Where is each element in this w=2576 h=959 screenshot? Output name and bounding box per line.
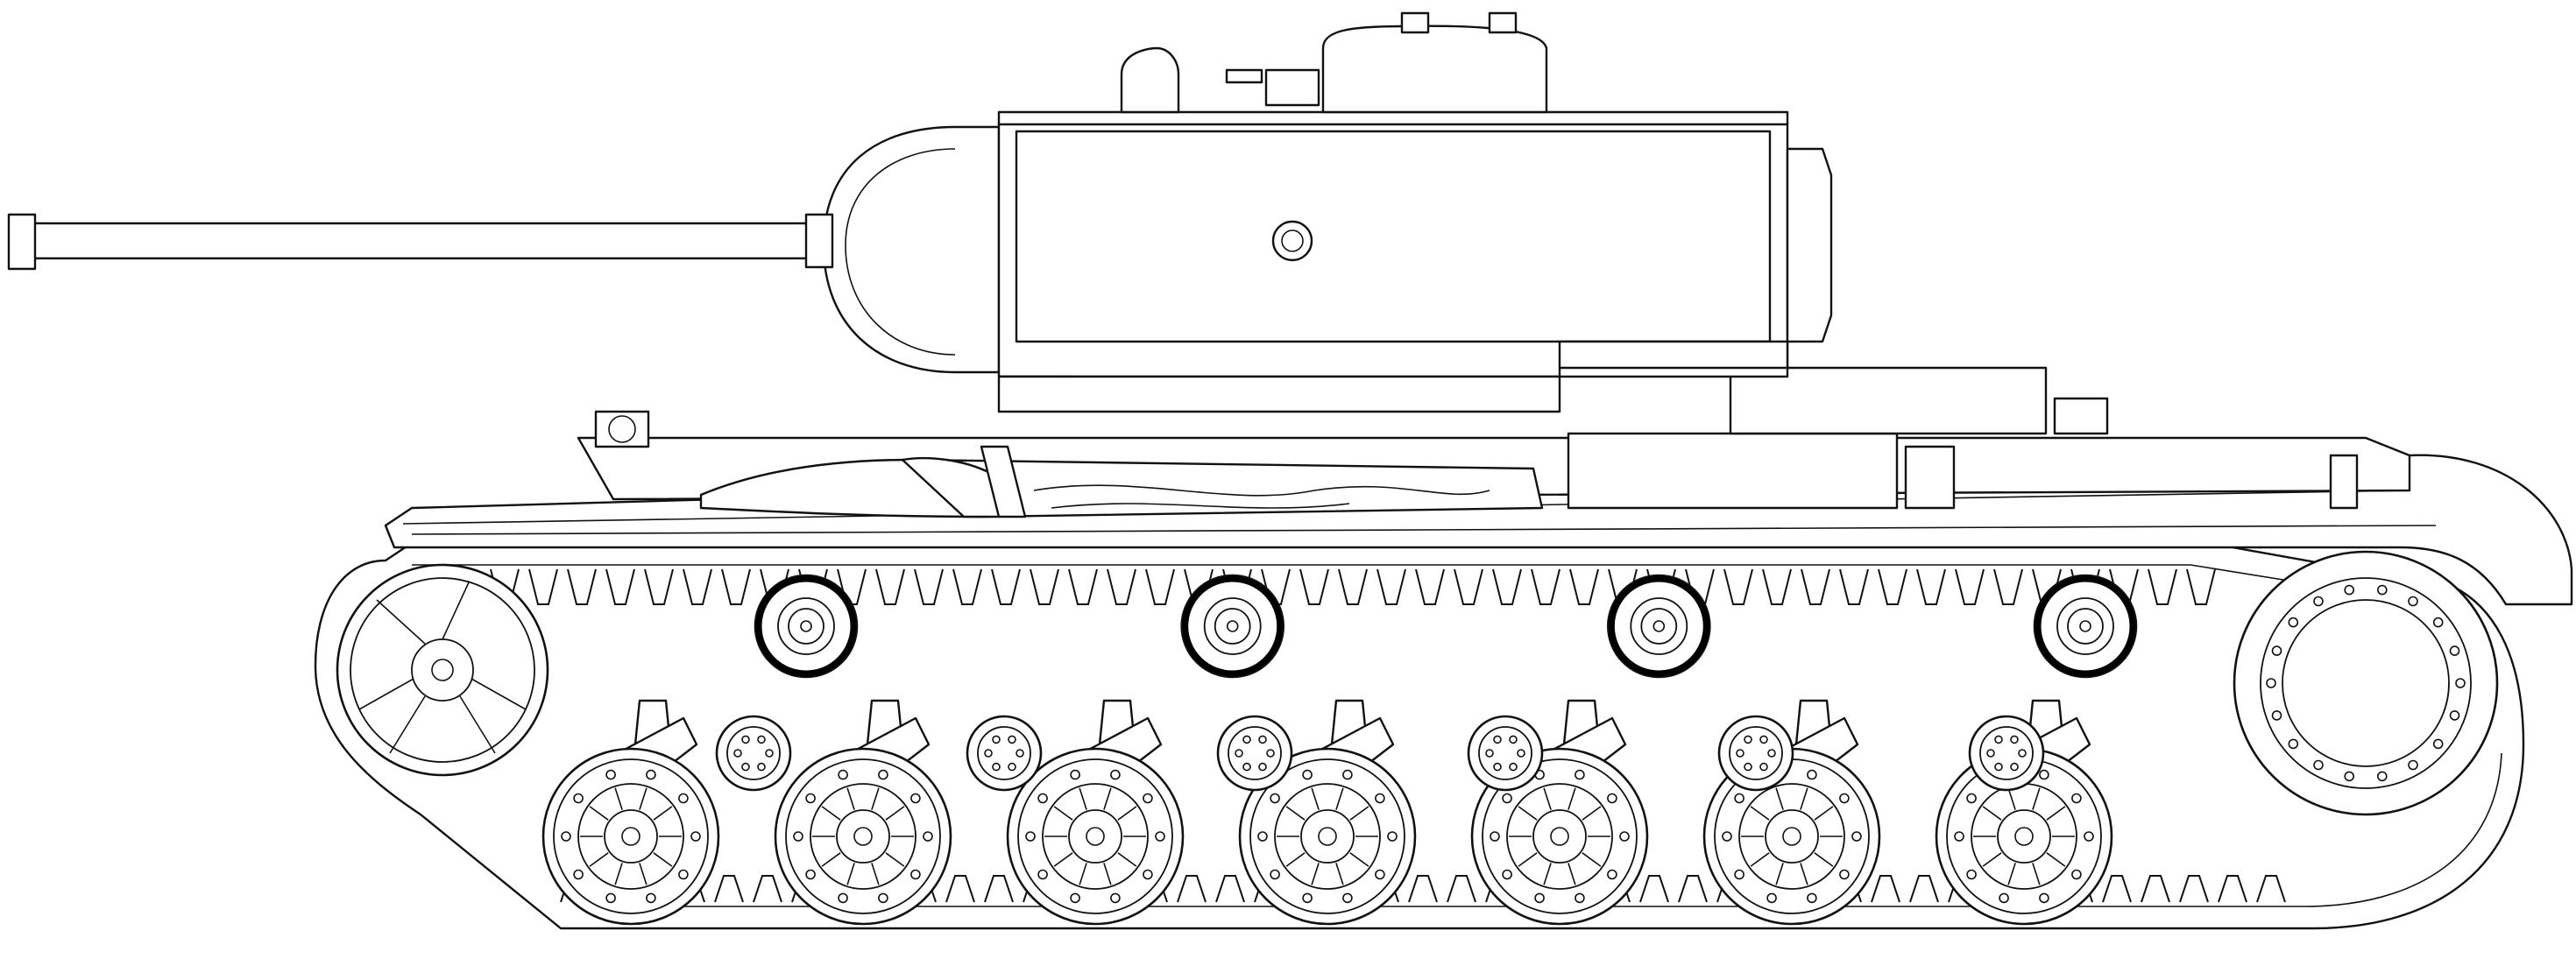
support-roller-group [715, 715, 2045, 792]
return-roller-icon [754, 574, 859, 679]
track-tooth [1338, 568, 1368, 605]
track-tooth [952, 568, 982, 605]
stowage-box-icon [1567, 366, 2359, 510]
track-tooth [1723, 568, 1753, 605]
support-roller-icon [1968, 715, 2045, 792]
turret-pistol-port [1271, 220, 1313, 262]
support-roller-icon [966, 715, 1043, 792]
return-roller-icon [1180, 574, 1284, 679]
track-tooth [1639, 875, 1669, 903]
drive-sprocket-icon [2233, 550, 2499, 816]
track-tooth [683, 568, 712, 605]
track-tooth [1801, 568, 1830, 605]
road-wheel-icon [1238, 747, 1417, 926]
support-roller-icon [715, 715, 792, 792]
track-tooth [2141, 875, 2170, 903]
track-tooth [1569, 568, 1599, 605]
track-tooth [2186, 568, 2216, 605]
track-tooth [528, 568, 558, 605]
track-tooth [2148, 568, 2177, 605]
track-tooth [753, 875, 782, 903]
track-tooth [1909, 875, 1939, 903]
road-wheel-icon [1702, 747, 1881, 926]
cupola-icon [1225, 11, 1548, 114]
track-tooth [1408, 875, 1438, 903]
track-tooth [1030, 568, 1059, 605]
track-tooth [945, 875, 975, 903]
track-tooth [1916, 568, 1946, 605]
track-tooth [1215, 875, 1245, 903]
return-roller-icon [2033, 574, 2138, 679]
track-tooth [1993, 568, 2023, 605]
idler-wheel-icon [336, 563, 549, 777]
road-wheel-icon [1470, 747, 1649, 926]
periscope-icon [1120, 46, 1180, 114]
track-tooth [914, 568, 944, 605]
sprocket-bolt [2449, 710, 2460, 721]
track-tooth [1878, 568, 1907, 605]
track-tooth [984, 875, 1014, 903]
road-wheel-icon [541, 747, 720, 926]
sprocket-bolt [2313, 759, 2324, 771]
track-tooth [714, 875, 744, 903]
track-tooth [1454, 568, 1483, 605]
track-tooth [1107, 568, 1136, 605]
headlight-icon [594, 410, 650, 448]
track-tooth [1447, 875, 1476, 903]
sprocket-bolt [2376, 584, 2388, 596]
sprocket-bolt [2408, 596, 2418, 607]
sprocket-bolt [2432, 738, 2444, 750]
track-tooth [721, 568, 751, 605]
turret-icon [822, 110, 1833, 413]
support-roller-icon [1216, 715, 1293, 792]
track-tooth [2102, 875, 2132, 903]
sprocket-bolt [2449, 645, 2460, 656]
track-tooth [1531, 568, 1560, 605]
track-tooth [1376, 568, 1406, 605]
track-tooth [2218, 875, 2247, 903]
track-tooth [567, 568, 597, 605]
sprocket-bolt [2344, 771, 2355, 782]
track-tooth [1839, 568, 1869, 605]
track-tooth [2256, 875, 2286, 903]
return-roller-group [754, 574, 2138, 679]
headlight-lens [608, 415, 636, 443]
track-tooth [605, 568, 635, 605]
track-tooth [1145, 568, 1175, 605]
sprocket-bolt [2432, 617, 2444, 628]
track-tooth [1762, 568, 1792, 605]
track-tooth [1299, 568, 1329, 605]
support-roller-icon [1717, 715, 1794, 792]
road-wheel-group [541, 747, 2113, 926]
sprocket-bolt [2408, 759, 2418, 771]
track-tooth [1492, 568, 1522, 605]
sprocket-bolt [2288, 617, 2299, 628]
road-wheel-icon [774, 747, 952, 926]
track-tooth [644, 568, 674, 605]
sprocket-bolt [2376, 771, 2388, 782]
track-tooth [1871, 875, 1900, 903]
sprocket-bolt [2271, 645, 2282, 656]
track-tooth [1068, 568, 1098, 605]
track-tooth [1415, 568, 1445, 605]
track-tooth [1955, 568, 1985, 605]
sprocket-bolt [2288, 738, 2299, 750]
sprocket-bolt [2271, 710, 2282, 721]
track-tooth [991, 568, 1021, 605]
track-tooth [1678, 875, 1708, 903]
road-wheel-icon [1006, 747, 1185, 926]
sprocket-bolt [2344, 584, 2355, 596]
support-roller-icon [1467, 715, 1544, 792]
track-tooth [1177, 875, 1207, 903]
tarpaulin-icon [699, 445, 1544, 518]
track-tooth [875, 568, 905, 605]
sprocket-bolt [2266, 678, 2276, 688]
sprocket-bolt [2455, 678, 2466, 688]
track-tooth [2179, 875, 2209, 903]
gun-barrel-icon [7, 213, 834, 271]
sprocket-bolt [2313, 596, 2324, 607]
return-roller-icon [1607, 574, 1711, 679]
